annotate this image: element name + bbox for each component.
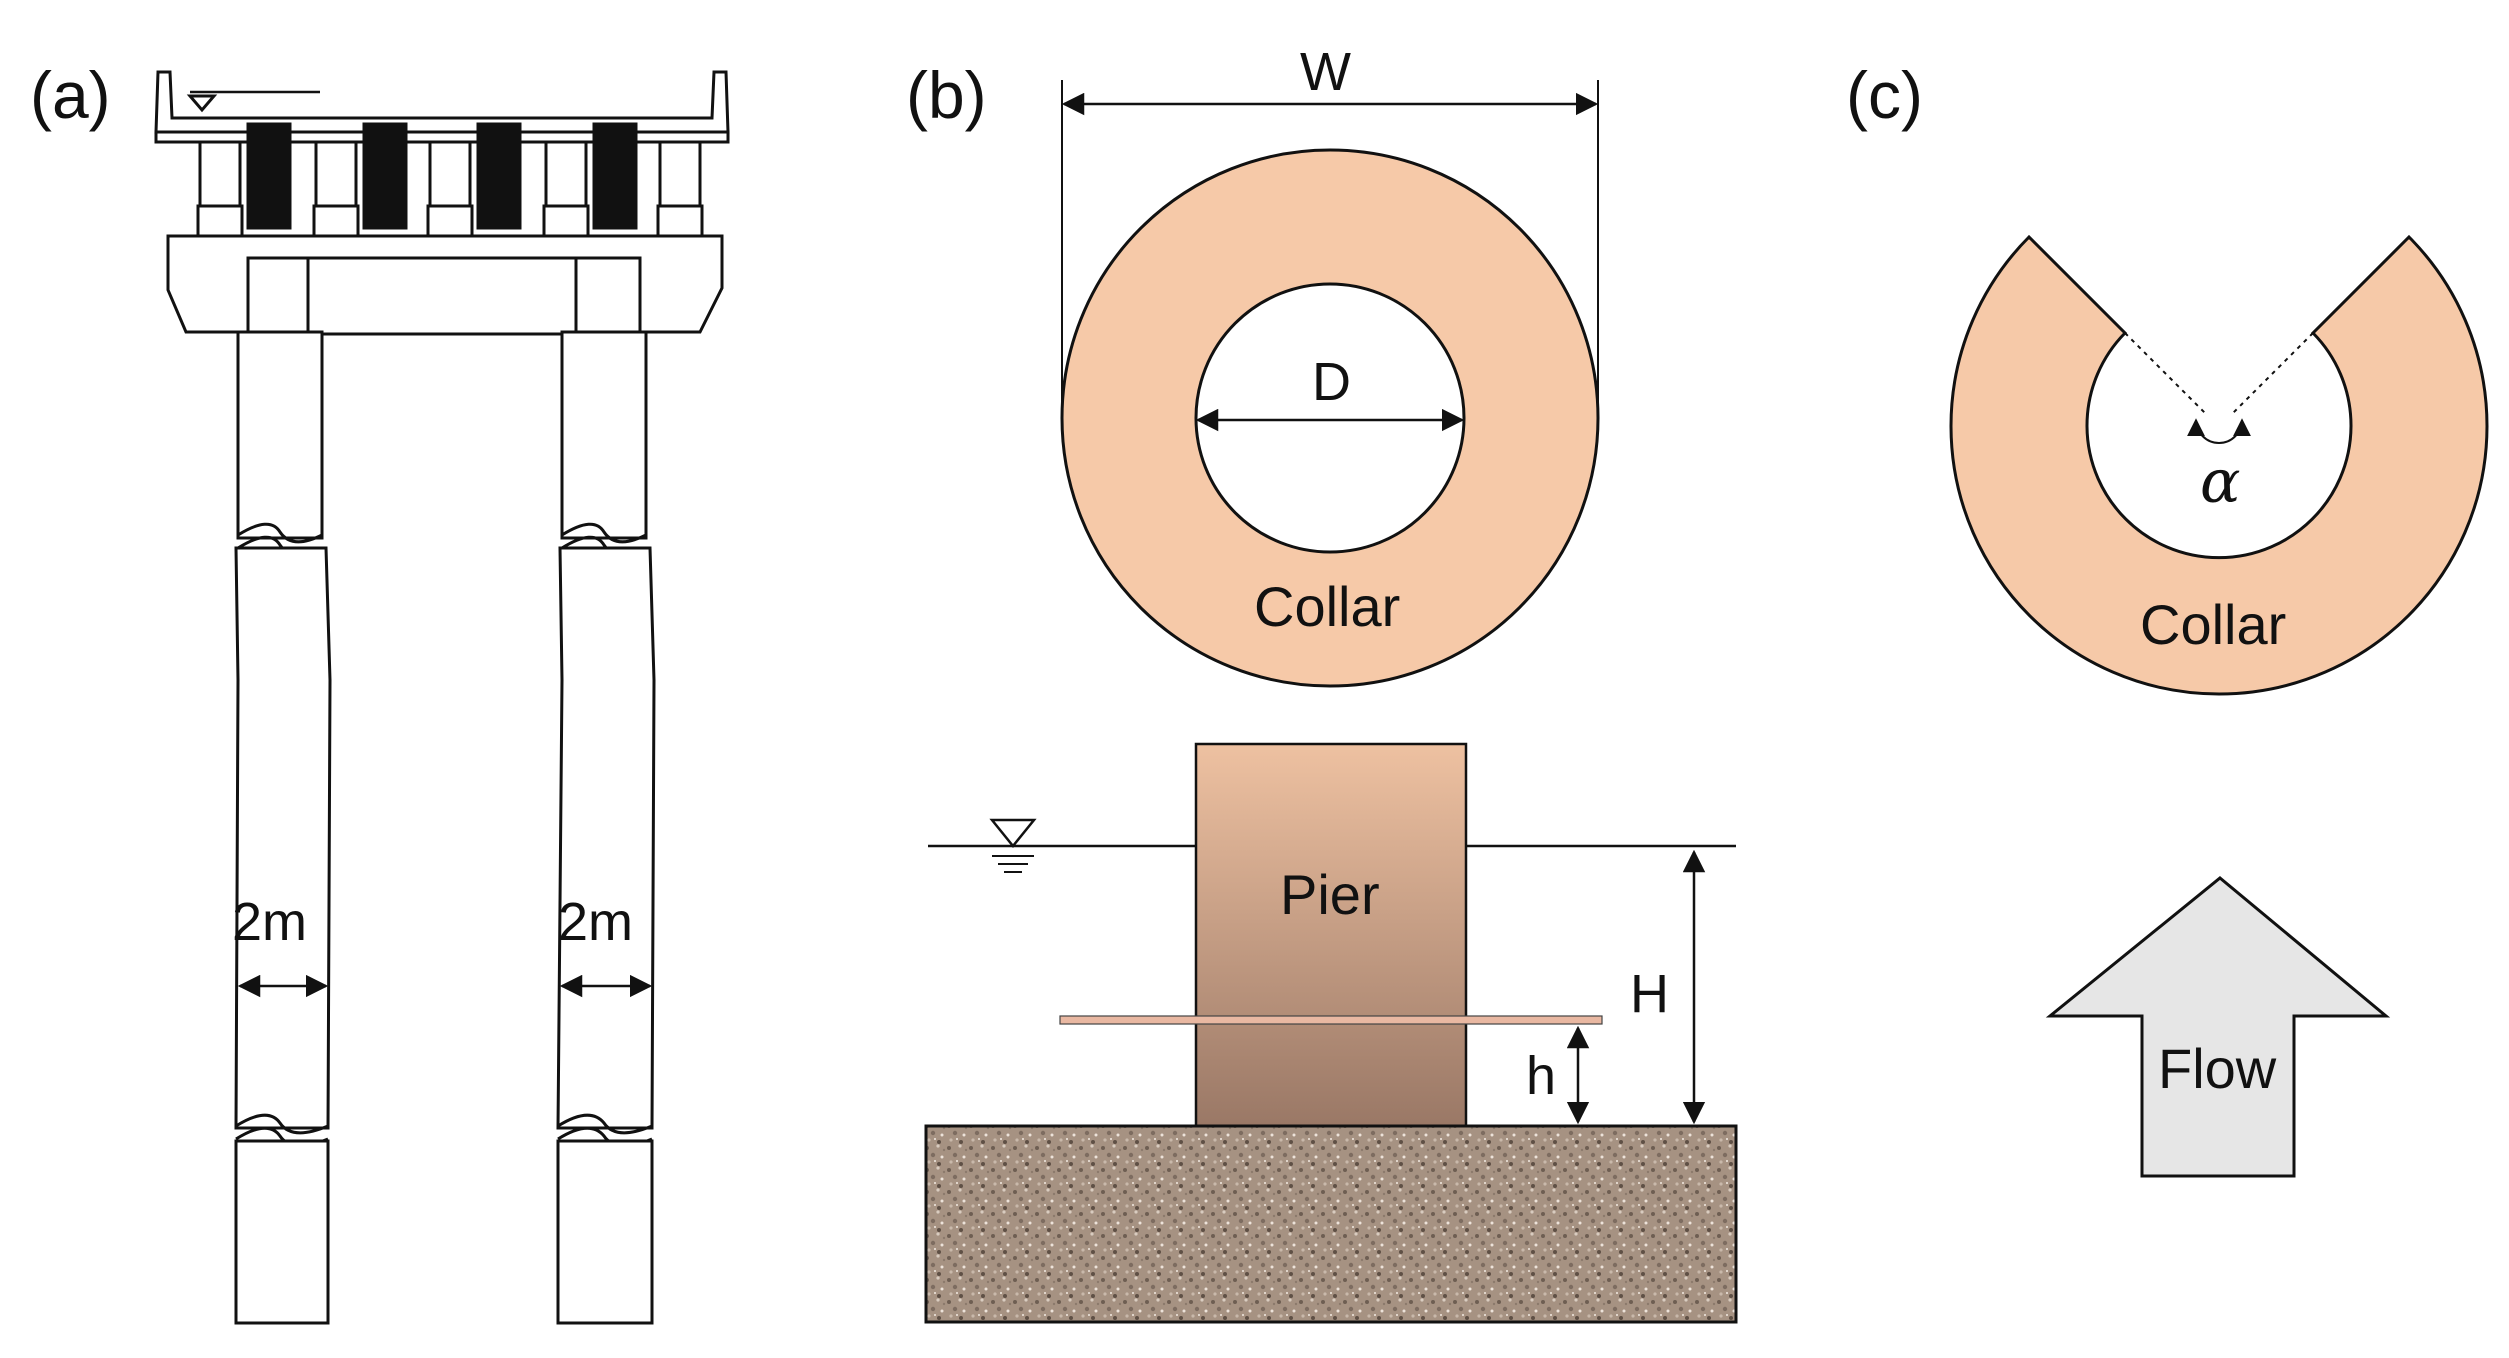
bridge-deck	[154, 70, 730, 242]
panel-a: (a)	[30, 58, 730, 1325]
opening-angle-label: α	[2200, 447, 2241, 517]
right-pier-width-dimension: 2m	[558, 892, 653, 998]
right-pier-column	[556, 330, 656, 1325]
opening-angle-guides	[2124, 332, 2314, 415]
flow-arrow	[2045, 876, 2391, 1178]
collar-label-c: Collar	[2140, 593, 2286, 656]
sediment-bed	[924, 1124, 1738, 1324]
opening-angle-arc	[2187, 418, 2251, 444]
pier-diameter-dimension: D	[1195, 352, 1465, 432]
collar-label-b: Collar	[1254, 575, 1400, 638]
collar-width-label: W	[1300, 42, 1351, 102]
collar-elevation-dimension: h	[1526, 1025, 1590, 1125]
pier-section	[1194, 742, 1468, 1128]
panel-b: (b) W D Collar Pier	[906, 42, 1738, 1324]
split-collar	[1949, 234, 2489, 696]
panel-b-label: (b)	[906, 58, 987, 132]
left-pier-column	[234, 330, 332, 1325]
pier-diameter-label: D	[1312, 352, 1351, 412]
panel-c-label: (c)	[1846, 58, 1923, 132]
right-pier-width-label: 2m	[558, 892, 633, 952]
pier-cap	[166, 234, 724, 336]
water-surface	[928, 818, 1736, 873]
panel-c: (c) α Collar Flow	[1846, 58, 2489, 1178]
left-pier-width-dimension: 2m	[232, 892, 329, 998]
collar-width-dimension: W	[1061, 42, 1599, 410]
panel-a-label: (a)	[30, 58, 111, 132]
pier-label: Pier	[1280, 863, 1380, 926]
collar-elevation-label: h	[1526, 1046, 1556, 1106]
water-depth-label: H	[1630, 964, 1669, 1024]
flow-label: Flow	[2158, 1037, 2277, 1100]
collar-plate-section	[1059, 1015, 1603, 1025]
left-pier-width-label: 2m	[232, 892, 307, 952]
water-depth-dimension: H	[1630, 849, 1706, 1125]
